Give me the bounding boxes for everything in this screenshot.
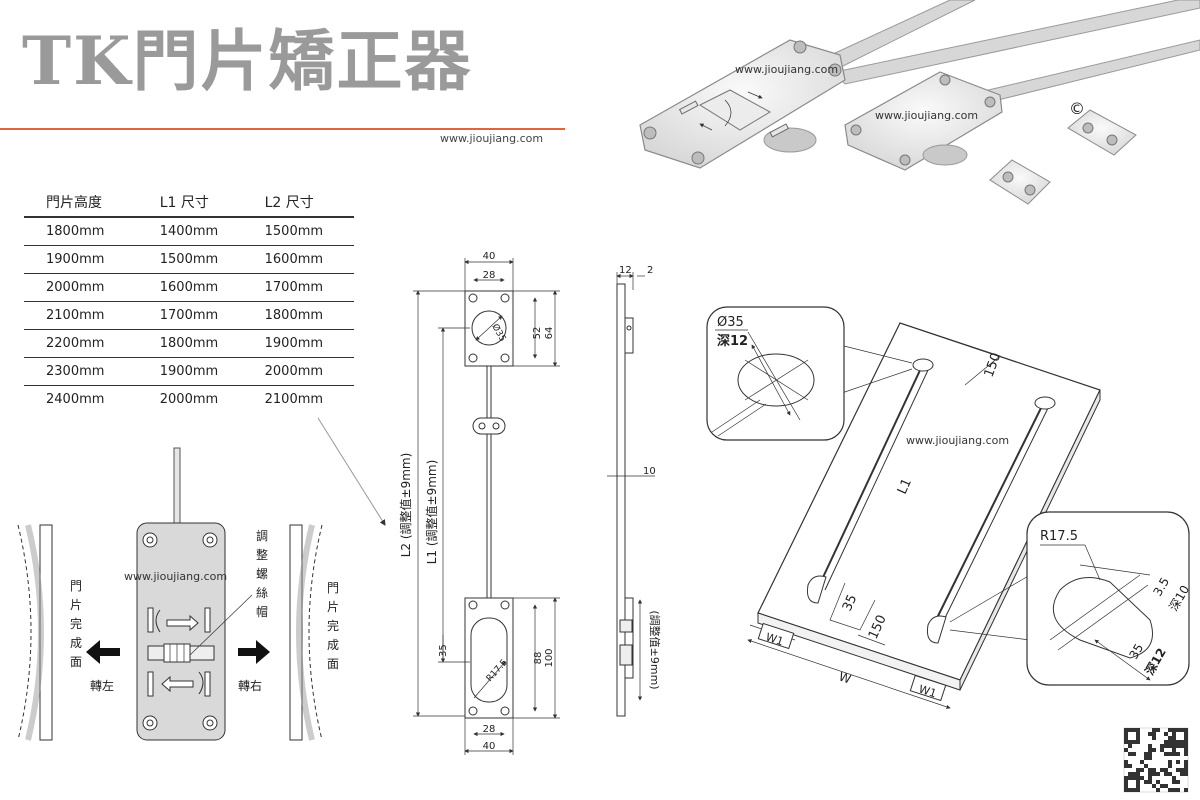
front-bottom-width: 40 — [483, 741, 496, 752]
table-header-row: 門片高度 L1 尺寸 L2 尺寸 — [24, 189, 354, 218]
qr-code — [1123, 727, 1189, 793]
header-door-height: 門片高度 — [24, 189, 140, 218]
header-l2: L2 尺寸 — [252, 189, 354, 218]
cell-l1: 1900mm — [139, 357, 253, 386]
install-w1-right: W1 — [917, 682, 938, 700]
side-top-dim1: 12 — [619, 265, 632, 276]
front-bottom-h1: 88 — [533, 652, 544, 665]
cell-l2: 1800mm — [252, 301, 354, 330]
install-dim-35: 35 — [840, 592, 860, 613]
cell-l1: 2000mm — [159, 392, 219, 407]
product-render: © www.jioujiang.com www.jioujiang.com — [639, 0, 1200, 205]
cell-door-height: 1800mm — [24, 217, 140, 246]
render-plate-right — [844, 71, 1003, 171]
front-bottom-offset: 35 — [438, 644, 449, 657]
callout-top-dia: Ø35 — [717, 315, 744, 330]
copyright-mark: © — [1069, 99, 1085, 118]
cell-door-height: 2100mm — [24, 301, 140, 330]
install-dim-l1: L1 — [895, 476, 915, 496]
front-bottom-h2: 100 — [544, 648, 555, 667]
title-watermark: www.jioujiang.com — [440, 132, 544, 145]
cell-l1: 1400mm — [139, 217, 253, 246]
right-door-face-label: 門片完成面 — [327, 581, 339, 671]
front-top-h1: 52 — [532, 327, 543, 340]
cell-l2: 1500mm — [252, 217, 354, 246]
cell-l1: 1600mm — [139, 273, 253, 302]
callout-bottom-r: R17.5 — [1040, 529, 1078, 544]
cell-door-height: 2400mm — [46, 392, 105, 407]
header-l1: L1 尺寸 — [139, 189, 253, 218]
cell-l2: 2000mm — [252, 357, 354, 386]
install-w1-left: W1 — [764, 630, 785, 648]
render-bracket-1 — [989, 159, 1051, 205]
side-adjust-note: (調整值±9mm) — [648, 610, 662, 689]
cell-door-height: 2300mm — [24, 357, 140, 386]
cell-l2: 1900mm — [252, 329, 354, 358]
install-w: W — [837, 670, 853, 687]
callout-bottom-35b: 35 — [1126, 641, 1146, 661]
front-top-width: 40 — [483, 251, 496, 262]
cell-door-height: 2200mm — [24, 329, 140, 358]
turn-right-label: 轉右 — [238, 678, 262, 693]
cell-l1: 1500mm — [139, 245, 253, 274]
front-l2: L2 (調整值±9mm) — [398, 453, 413, 558]
table-row: 2400mm 2000mm 2100mm — [24, 386, 354, 414]
side-view-drawing: 12 2 10 (調整值±9mm) — [607, 265, 662, 717]
front-top-inner: 28 — [483, 270, 496, 281]
table-pointer-line — [317, 417, 386, 526]
cell-l1: 1700mm — [139, 301, 253, 330]
front-bottom-inner: 28 — [483, 724, 496, 735]
install-drawing: 150 L1 35 150 W1 W1 W www.jioujiang.com … — [706, 306, 1192, 709]
cell-l2: 1600mm — [252, 245, 354, 274]
screw-label: 調整螺絲帽 — [256, 529, 268, 619]
cell-l2: 1700mm — [252, 273, 354, 302]
front-l1: L1 (調整值±9mm) — [424, 460, 439, 565]
watermark-install: www.jioujiang.com — [906, 434, 1009, 447]
cell-door-height: 2000mm — [24, 273, 140, 302]
cell-l1: 1800mm — [139, 329, 253, 358]
title-underline — [0, 128, 565, 130]
watermark-render-2: www.jioujiang.com — [875, 109, 978, 122]
front-top-h2: 64 — [544, 327, 555, 340]
adjuster-illustration: www.jioujiang.com 轉左 轉右 調整螺絲帽 門片完成面 門片完成… — [17, 447, 339, 741]
callout-top-depth: 深12 — [717, 333, 748, 349]
cell-l2: 2100mm — [264, 392, 324, 407]
turn-left-label: 轉左 — [90, 678, 114, 693]
render-plate-left — [639, 39, 846, 169]
front-view-drawing: Ø35 R17.5 40 28 52 64 L2 (調整值±9mm) L1 (調… — [398, 251, 560, 755]
left-door-face-label: 門片完成面 — [70, 579, 82, 669]
side-rod-dim: 10 — [643, 466, 656, 477]
watermark-adjuster: www.jioujiang.com — [124, 570, 227, 583]
cell-door-height: 1900mm — [24, 245, 140, 274]
watermark-render-1: www.jioujiang.com — [735, 63, 838, 76]
page-title: TK門片矯正器 — [22, 22, 473, 100]
render-bracket-2 — [1067, 109, 1137, 156]
side-top-dim2: 2 — [647, 265, 653, 276]
